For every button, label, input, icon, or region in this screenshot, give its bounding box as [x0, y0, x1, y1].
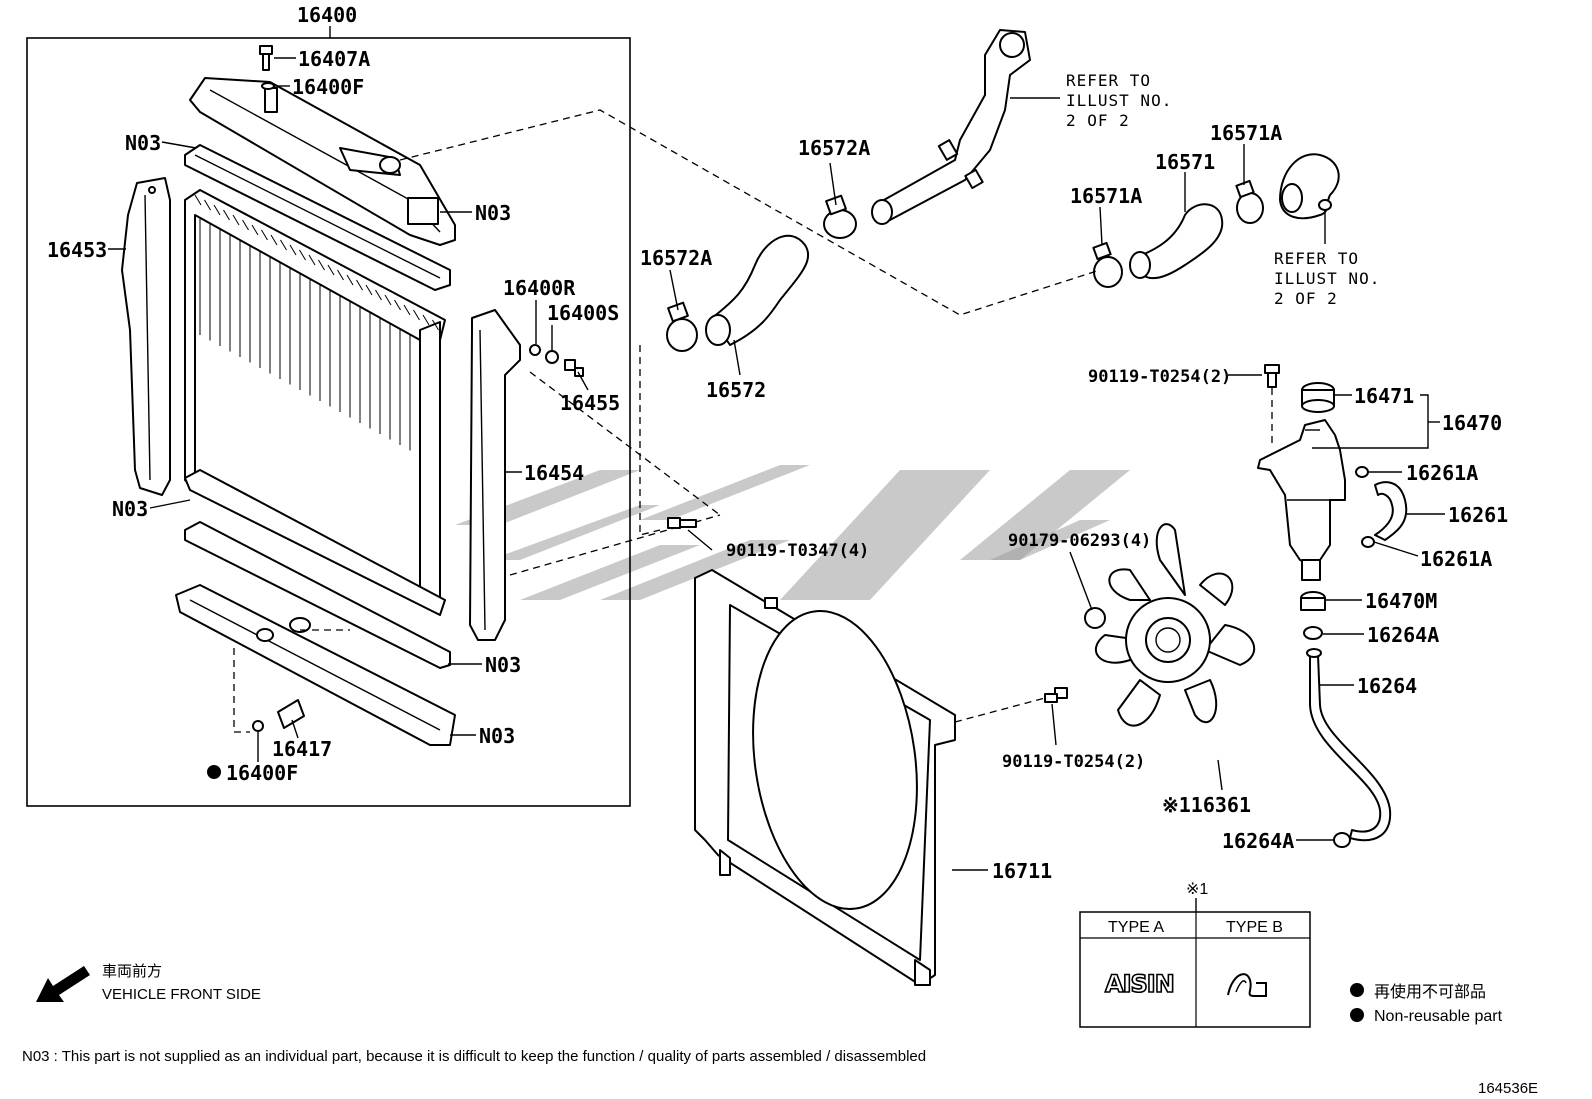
radiator-core: [184, 189, 446, 616]
label-16400: 16400: [297, 3, 357, 27]
type-b-logo-icon: [1227, 973, 1267, 997]
shroud-bolt-icon: [667, 517, 697, 529]
bottom-gasket: [184, 521, 451, 669]
label-16261: 16261: [1448, 503, 1508, 527]
svg-text:REFER TO: REFER TO: [1066, 71, 1151, 90]
right-side-plate: [469, 309, 521, 641]
reservoir-bolt-icon: [1264, 364, 1280, 388]
type-b-header: TYPE B: [1226, 919, 1283, 936]
fan-bolt-icon: [1044, 687, 1068, 703]
label-16454: 16454: [524, 461, 584, 485]
label-16400F-bottom: 16400F: [226, 761, 298, 785]
radiator-inlet-hose: [705, 234, 810, 346]
label-16361: ※116361: [1162, 793, 1251, 817]
radiator-bottom-tank: [175, 584, 456, 746]
overflow-hose: [1355, 466, 1408, 548]
nut-icon: [529, 344, 541, 356]
label-16455: 16455: [560, 391, 620, 415]
label-16470M: 16470M: [1365, 589, 1437, 613]
label-90179-06293: 90179-06293(4): [1008, 531, 1151, 551]
type-table: ※1 TYPE A TYPE B AISIN: [1079, 881, 1311, 1028]
label-n03-cap: N03: [475, 201, 511, 225]
figure-id: 164536E: [1478, 1080, 1538, 1097]
hose-clamp-icon: [666, 301, 698, 352]
svg-text:2 OF 2: 2 OF 2: [1274, 289, 1338, 308]
hose-clip-icon: [1333, 832, 1351, 848]
vehicle-front-jp: 車両前方: [102, 963, 162, 980]
label-16471: 16471: [1354, 384, 1414, 408]
label-16417: 16417: [272, 737, 332, 761]
label-16400S: 16400S: [547, 301, 619, 325]
heater-hose: [1129, 203, 1224, 280]
vehicle-front-arrow-icon: [36, 966, 90, 1002]
upper-water-outlet-pipe: [871, 29, 1031, 225]
type-table-mark: ※1: [1186, 881, 1208, 898]
cooling-fan: [1094, 523, 1256, 727]
hose-clip-icon: [1303, 626, 1323, 640]
label-16264A-bottom: 16264A: [1222, 829, 1294, 853]
watermark: [455, 465, 1130, 600]
radiator-cap-bolt-icon: [259, 45, 273, 71]
leader-lines: [108, 57, 1445, 871]
label-16572: 16572: [706, 378, 766, 402]
fan-nut-icon: [1084, 607, 1106, 629]
legend-jp: 再使用不可部品: [1374, 983, 1486, 1001]
label-16264: 16264: [1357, 674, 1417, 698]
fan-shroud: [694, 569, 956, 986]
refer-note-right: REFER TO ILLUST NO. 2 OF 2: [1274, 249, 1380, 308]
coolant-reservoir: [1257, 419, 1346, 581]
label-90119-T0254-top: 90119-T0254(2): [1088, 367, 1231, 387]
refer-note-top: REFER TO ILLUST NO. 2 OF 2: [1066, 71, 1172, 130]
label-16261A-top: 16261A: [1406, 461, 1478, 485]
o-ring-icon: [261, 82, 275, 90]
label-16264A-top: 16264A: [1367, 623, 1439, 647]
radiator-top-tank: [189, 77, 456, 246]
label-n03-bottom-tank: N03: [479, 724, 515, 748]
svg-text:2 OF 2: 2 OF 2: [1066, 111, 1130, 130]
label-16572A-left: 16572A: [640, 246, 712, 270]
label-16400R: 16400R: [503, 276, 576, 300]
grommet-icon: [1300, 591, 1326, 611]
legend-dot-jp: [1350, 983, 1364, 997]
hose-clamp-icon: [1235, 179, 1264, 224]
label-16407A: 16407A: [298, 47, 370, 71]
legend-en: Non-reusable part: [1374, 1008, 1503, 1025]
drain-cock-icon: [252, 699, 305, 732]
svg-text:REFER TO: REFER TO: [1274, 249, 1359, 268]
label-90119-T0254-bottom: 90119-T0254(2): [1002, 752, 1145, 772]
label-n03-top: N03: [125, 131, 161, 155]
label-n03-bottom-gasket: N03: [485, 653, 521, 677]
label-16400F-top: 16400F: [292, 75, 364, 99]
label-90119-T0347: 90119-T0347(4): [726, 541, 869, 561]
type-a-header: TYPE A: [1108, 919, 1164, 936]
hose-clamp-icon: [823, 194, 857, 239]
hose-clamp-icon: [1092, 241, 1123, 288]
water-inlet-fitting: [1279, 153, 1340, 220]
label-16453: 16453: [47, 238, 107, 262]
non-reusable-dot: [207, 765, 221, 779]
svg-text:ILLUST NO.: ILLUST NO.: [1066, 91, 1172, 110]
reservoir-cap-icon: [1301, 382, 1335, 413]
label-16261A-bottom: 16261A: [1420, 547, 1492, 571]
label-16711: 16711: [992, 859, 1052, 883]
radiator-assembly-frame: [26, 37, 631, 807]
label-16571A-right: 16571A: [1210, 121, 1282, 145]
left-side-plate: [121, 177, 171, 496]
label-16571A-left: 16571A: [1070, 184, 1142, 208]
washer-icon: [545, 350, 559, 364]
legend-dot-en: [1350, 1008, 1364, 1022]
footnote-n03: N03 : This part is not supplied as an in…: [22, 1048, 926, 1065]
label-16571: 16571: [1155, 150, 1215, 174]
svg-text:ILLUST NO.: ILLUST NO.: [1274, 269, 1380, 288]
label-n03-core: N03: [112, 497, 148, 521]
vehicle-front-en: VEHICLE FRONT SIDE: [102, 986, 261, 1003]
label-16572A-top: 16572A: [798, 136, 870, 160]
top-gasket: [184, 144, 451, 291]
aisin-logo: AISIN: [1105, 970, 1174, 998]
bolt-icon: [564, 359, 584, 377]
label-16470: 16470: [1442, 411, 1502, 435]
